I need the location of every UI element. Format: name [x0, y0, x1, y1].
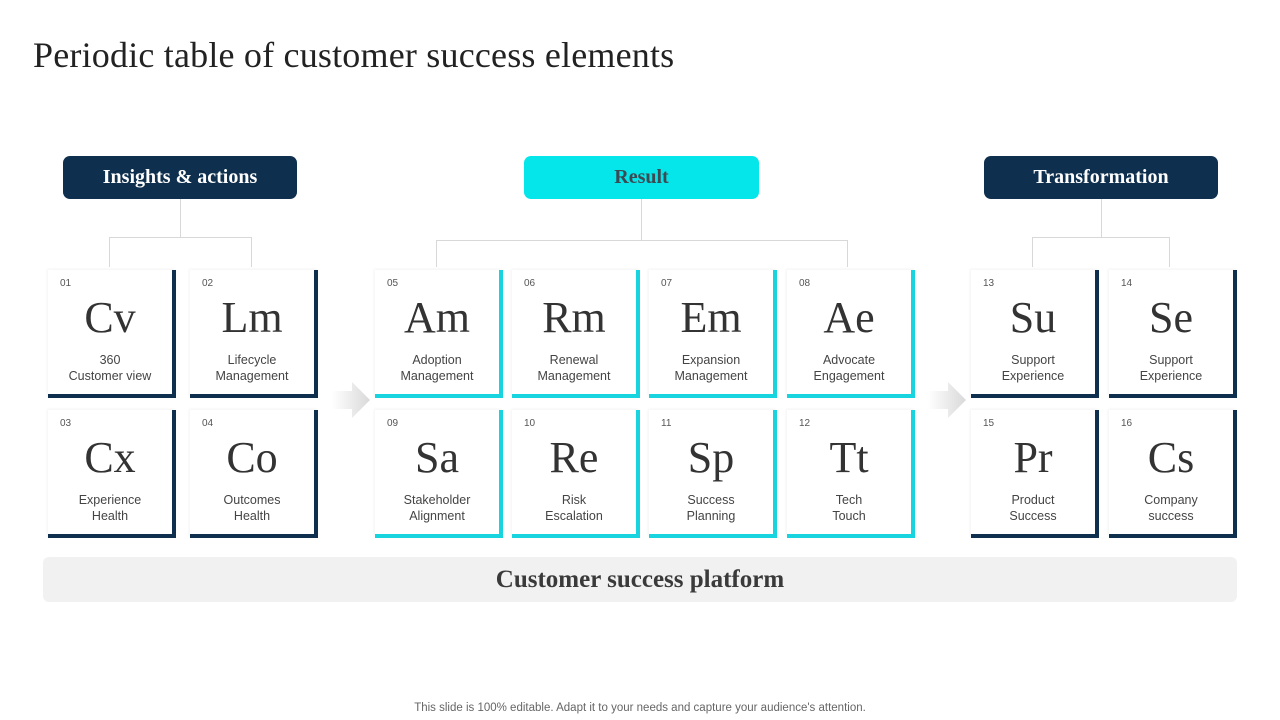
- element-tile: 15 Pr Product Success: [971, 410, 1099, 538]
- tile-symbol: Re: [549, 433, 599, 482]
- connector-right-drop-2: [1169, 237, 1170, 267]
- element-tile: 04 Co Outcomes Health: [190, 410, 318, 538]
- connector-right-drop-1: [1032, 237, 1033, 267]
- element-tile: 16 Cs Company success: [1109, 410, 1237, 538]
- tile-label: Product Success: [1009, 493, 1057, 523]
- tile-label: Renewal Management: [537, 353, 611, 383]
- connector-left-drop-2: [251, 237, 252, 267]
- tile-symbol: Pr: [1013, 433, 1053, 482]
- connector-middle-drop-1: [436, 240, 437, 267]
- tile-symbol: Am: [404, 293, 470, 342]
- tile-symbol: Co: [226, 433, 278, 482]
- tile-label: Lifecycle Management: [215, 353, 289, 383]
- tile-symbol: Su: [1009, 293, 1057, 342]
- tile-label: Adoption Management: [400, 353, 474, 383]
- tile-label: Support Experience: [1139, 353, 1203, 383]
- platform-bar: Customer success platform: [43, 557, 1237, 602]
- tile-label: Risk Escalation: [545, 493, 603, 523]
- connector-middle-stem: [641, 199, 642, 240]
- tile-symbol: Se: [1149, 293, 1193, 342]
- tile-symbol: Cv: [84, 293, 136, 342]
- tile-symbol: Cs: [1147, 433, 1195, 482]
- tile-label: Stakeholder Alignment: [403, 493, 471, 523]
- tile-label: Tech Touch: [832, 493, 866, 523]
- tile-number: 10: [524, 418, 536, 429]
- tile-number: 03: [60, 418, 72, 429]
- tile-number: 14: [1121, 278, 1133, 289]
- tile-number: 02: [202, 278, 214, 289]
- tile-number: 16: [1121, 418, 1133, 429]
- element-tile: 06 Rm Renewal Management: [512, 270, 640, 398]
- tile-number: 11: [661, 418, 672, 429]
- connector-middle-bar: [436, 240, 848, 241]
- element-tile: 05 Am Adoption Management: [375, 270, 503, 398]
- tile-symbol: Sp: [687, 433, 735, 482]
- element-tile: 09 Sa Stakeholder Alignment: [375, 410, 503, 538]
- connector-middle-drop-2: [847, 240, 848, 267]
- header-transformation: Transformation: [984, 156, 1218, 199]
- header-insights-actions: Insights & actions: [63, 156, 297, 199]
- element-tile: 07 Em Expansion Management: [649, 270, 777, 398]
- arrow-right-icon: [928, 382, 966, 418]
- tile-label: Advocate Engagement: [813, 353, 885, 383]
- tile-number: 12: [799, 418, 811, 429]
- element-tile: 01 Cv 360 Customer view: [48, 270, 176, 398]
- tile-number: 15: [983, 418, 995, 429]
- tile-symbol: Ae: [823, 293, 875, 342]
- tile-symbol: Cx: [84, 433, 136, 482]
- tile-number: 09: [387, 418, 399, 429]
- element-tile: 12 Tt Tech Touch: [787, 410, 915, 538]
- connector-left-stem: [180, 199, 181, 237]
- element-tile: 14 Se Support Experience: [1109, 270, 1237, 398]
- tile-symbol: Tt: [829, 433, 869, 482]
- tile-label: 360 Customer view: [68, 353, 152, 383]
- connector-left-drop-1: [109, 237, 110, 267]
- arrow-right-icon: [332, 382, 370, 418]
- tile-number: 01: [60, 278, 72, 289]
- tile-number: 07: [661, 278, 673, 289]
- tile-label: Experience Health: [78, 493, 142, 523]
- tile-symbol: Sa: [415, 433, 459, 482]
- header-result: Result: [524, 156, 759, 199]
- tile-label: Company success: [1144, 493, 1198, 523]
- element-tile: 10 Re Risk Escalation: [512, 410, 640, 538]
- tile-symbol: Em: [680, 293, 742, 342]
- tile-symbol: Lm: [221, 293, 283, 342]
- element-tile: 11 Sp Success Planning: [649, 410, 777, 538]
- connector-right-bar: [1032, 237, 1170, 238]
- tile-number: 13: [983, 278, 995, 289]
- tile-label: Success Planning: [686, 493, 736, 523]
- element-tile: 08 Ae Advocate Engagement: [787, 270, 915, 398]
- tile-number: 04: [202, 418, 214, 429]
- footer-note: This slide is 100% editable. Adapt it to…: [414, 702, 866, 714]
- tile-number: 06: [524, 278, 536, 289]
- element-tile: 13 Su Support Experience: [971, 270, 1099, 398]
- page-title: Periodic table of customer success eleme…: [33, 35, 675, 75]
- tile-number: 08: [799, 278, 811, 289]
- tile-label: Outcomes Health: [223, 493, 281, 523]
- tile-label: Expansion Management: [674, 353, 748, 383]
- connector-right-stem: [1101, 199, 1102, 237]
- connector-left-bar: [109, 237, 252, 238]
- element-tile: 03 Cx Experience Health: [48, 410, 176, 538]
- element-tile: 02 Lm Lifecycle Management: [190, 270, 318, 398]
- tile-symbol: Rm: [542, 293, 606, 342]
- tile-label: Support Experience: [1001, 353, 1065, 383]
- tile-number: 05: [387, 278, 399, 289]
